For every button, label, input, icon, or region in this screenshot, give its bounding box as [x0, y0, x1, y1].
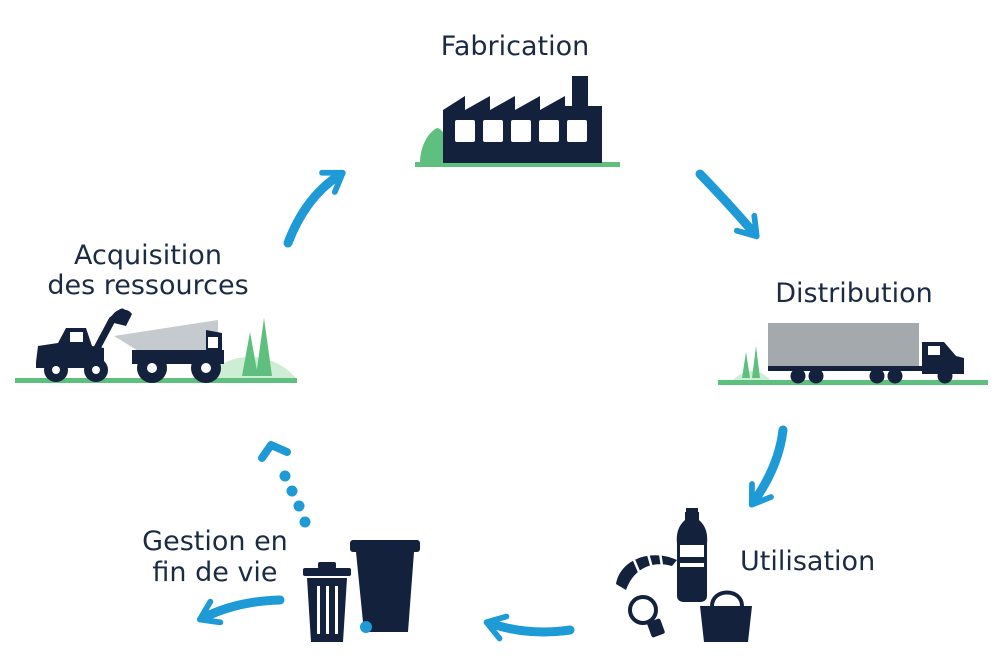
mining-vehicles-icon: [15, 308, 297, 383]
arrow-fabrication-to-distribution: [695, 169, 760, 240]
handbag-icon: [700, 590, 752, 642]
consumer-products-icon: [616, 508, 752, 642]
arrow-recycling-dotted: [258, 441, 311, 528]
arrow-utilisation-to-end-of-life: [483, 613, 575, 642]
stage-label-acquisition-line1: Acquisition: [74, 240, 222, 271]
stage-label-end-of-life-line2: fin de vie: [152, 557, 277, 588]
trash-bins-icon: [303, 540, 420, 642]
factory-icon: [415, 76, 620, 167]
stage-label-distribution: Distribution: [775, 278, 933, 309]
stage-label-utilisation: Utilisation: [740, 546, 875, 577]
truck-icon: [718, 323, 988, 385]
croissant-icon: [616, 555, 677, 590]
arrow-acquisition-to-fabrication: [283, 169, 346, 248]
stage-label-acquisition-line2: des ressources: [47, 270, 248, 301]
light-bulb-icon: [628, 595, 665, 638]
arrow-distribution-to-utilisation: [748, 425, 788, 508]
stage-label-end-of-life-line1: Gestion en: [142, 526, 288, 557]
arrow-end-of-life-exit: [196, 595, 285, 626]
stage-label-fabrication: Fabrication: [441, 31, 589, 62]
